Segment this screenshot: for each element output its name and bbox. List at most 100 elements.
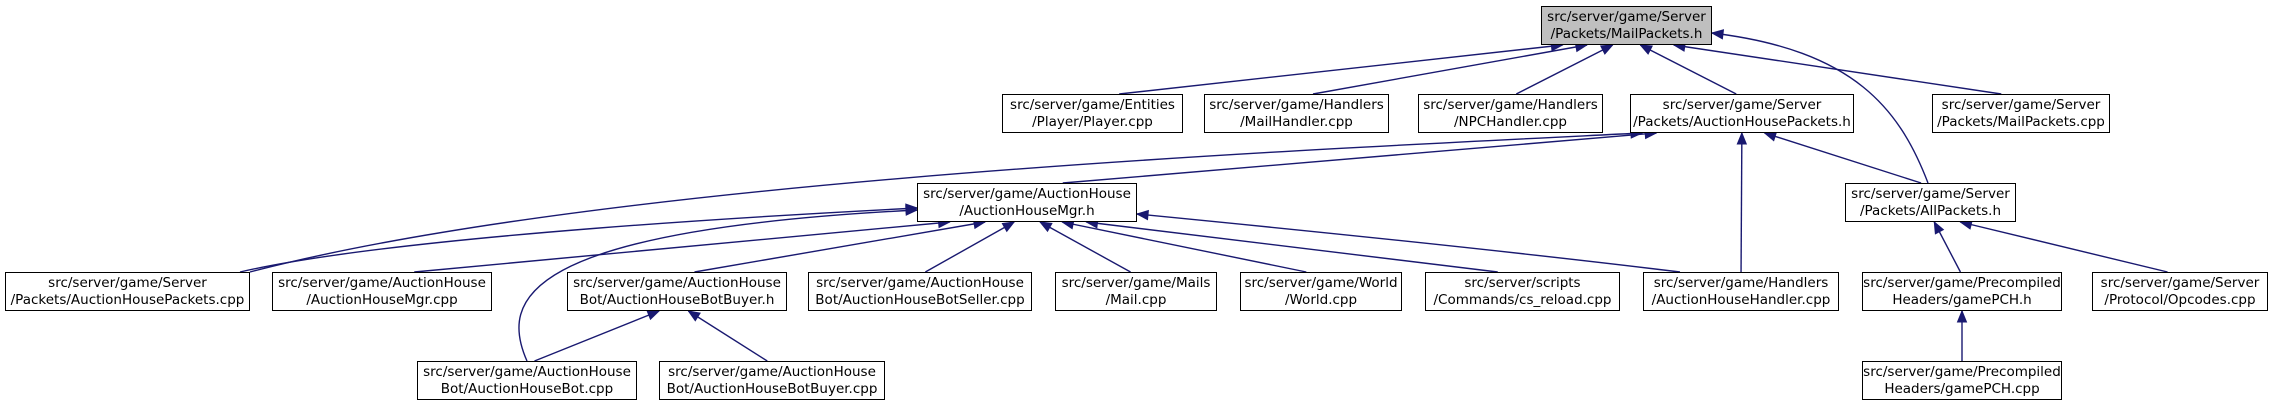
node-label-line1: src/server/game/Handlers [1653, 274, 1829, 291]
arrowhead-ahbot_cpp-to-botbuyer_h [646, 310, 661, 321]
edge-ahmgr_h-to-ahpackets_h [1062, 132, 1657, 184]
node-gamepch-cpp[interactable]: src/server/game/Precompiled Headers/game… [1862, 361, 2062, 400]
node-label-line2: Bot/AuctionHouseBotBuyer.cpp [666, 380, 878, 397]
node-label-line1: src/server/game/Server [48, 274, 207, 291]
node-npchandler-cpp[interactable]: src/server/game/Handlers /NPCHandler.cpp [1418, 94, 1603, 133]
node-label-line1: src/server/game/Handlers [1423, 96, 1598, 113]
node-label-line1: src/server/game/AuctionHouse [923, 185, 1131, 202]
node-mailpackets-h[interactable]: src/server/game/Server /Packets/MailPack… [1541, 6, 1712, 45]
node-label-line1: src/server/game/Handlers [1209, 96, 1384, 113]
node-label-line2: Headers/gamePCH.cpp [1884, 380, 2040, 397]
edge-ahpackets_cpp-to-ahmgr_h [239, 207, 918, 273]
arrowhead-botseller_cpp-to-ahmgr_h [1001, 221, 1016, 233]
node-label-line1: src/server/game/Entities [1010, 96, 1175, 113]
node-cs-reload-cpp[interactable]: src/server/scripts /Commands/cs_reload.c… [1425, 272, 1620, 311]
node-mailhandler-cpp[interactable]: src/server/game/Handlers /MailHandler.cp… [1204, 94, 1389, 133]
node-auctionhousebotbuyer-h[interactable]: src/server/game/AuctionHouse Bot/Auction… [567, 272, 787, 311]
node-label-line1: src/server/game/Server [1941, 96, 2101, 113]
node-label-line2: /Packets/AuctionHousePackets.cpp [10, 291, 245, 308]
edge-ahmgr_cpp-to-ahmgr_h [414, 221, 950, 273]
node-auctionhousepackets-cpp[interactable]: src/server/game/Server /Packets/AuctionH… [5, 272, 250, 311]
node-label-line1: src/server/game/Mails [1061, 274, 1211, 291]
node-label-line2: Headers/gamePCH.h [1892, 291, 2032, 308]
node-auctionhousehandler-cpp[interactable]: src/server/game/Handlers /AuctionHouseHa… [1643, 272, 1839, 311]
edge-botseller_cpp-to-ahmgr_h [925, 221, 1015, 273]
node-label-line2: Bot/AuctionHouseBotBuyer.h [579, 291, 775, 308]
node-auctionhousepackets-h[interactable]: src/server/game/Server /Packets/AuctionH… [1630, 94, 1854, 133]
arrowhead-ahhandler-to-ahmgr_h [1135, 209, 1149, 221]
arrowhead-botbuyer_cpp-to-botbuyer_h [687, 310, 701, 322]
node-label-line1: src/server/game/AuctionHouse [278, 274, 486, 291]
arrowhead-gamepch_cpp-to-gamepch_h [1956, 309, 1968, 323]
node-label-line1: src/server/game/Server [1547, 8, 1706, 25]
node-label-line2: /Player/Player.cpp [1032, 113, 1153, 130]
arrowhead-npchandler-to-root [1599, 44, 1614, 55]
node-label-line1: src/server/game/Precompiled [1863, 274, 2061, 291]
node-label-line2: /AuctionHouseMgr.h [959, 202, 1095, 219]
node-auctionhousebot-cpp[interactable]: src/server/game/AuctionHouse Bot/Auction… [417, 361, 637, 400]
arrowhead-ahbot_cpp-to-ahmgr_h [905, 205, 919, 216]
node-label-line2: /Packets/MailPackets.cpp [1937, 113, 2105, 130]
edge-cs_reload-to-ahmgr_h [1086, 221, 1498, 273]
arrowhead-allpackets_h-to-root [1710, 29, 1725, 40]
node-auctionhousebotseller-cpp[interactable]: src/server/game/AuctionHouse Bot/Auction… [808, 272, 1032, 311]
node-label-line1: src/server/scripts [1464, 274, 1581, 291]
node-auctionhousemgr-cpp[interactable]: src/server/game/AuctionHouse /AuctionHou… [272, 272, 492, 311]
node-label-line1: src/server/game/AuctionHouse [668, 363, 876, 380]
node-label-line1: src/server/game/Precompiled [1863, 363, 2061, 380]
edge-mail_cpp-to-ahmgr_h [1039, 221, 1131, 273]
edge-allpackets_h-to-root [1711, 32, 1929, 184]
node-label-line2: Bot/AuctionHouseBotSeller.cpp [815, 291, 1025, 308]
edge-player_cpp-to-root [1119, 44, 1563, 95]
node-mailpackets-cpp[interactable]: src/server/game/Server /Packets/MailPack… [1932, 94, 2110, 133]
node-label-line2: /MailHandler.cpp [1240, 113, 1353, 130]
node-label-line2: /Protocol/Opcodes.cpp [2104, 291, 2256, 308]
node-auctionhousebotbuyer-cpp[interactable]: src/server/game/AuctionHouse Bot/Auction… [659, 361, 885, 400]
arrowhead-mail_cpp-to-ahmgr_h [1038, 221, 1053, 233]
edge-botbuyer_cpp-to-botbuyer_h [688, 310, 768, 362]
arrowhead-gamepch_h-to-allpackets_h [1933, 220, 1945, 235]
edge-ahbot_cpp-to-ahmgr_h [518, 209, 918, 362]
edge-world_cpp-to-ahmgr_h [1062, 221, 1307, 273]
node-label-line1: src/server/game/Server [2100, 274, 2260, 291]
node-auctionhousemgr-h[interactable]: src/server/game/AuctionHouse /AuctionHou… [917, 183, 1137, 222]
edge-mailpackets_cpp-to-root [1673, 44, 2002, 95]
edge-npchandler-to-root [1515, 44, 1613, 95]
edge-botbuyer_h-to-ahmgr_h [694, 221, 986, 273]
node-label-line2: /Packets/AllPackets.h [1859, 202, 2002, 219]
node-label-line2: /Mail.cpp [1105, 291, 1167, 308]
edge-allpackets_h-to-ahpackets_h [1764, 132, 1922, 184]
node-label-line2: Bot/AuctionHouseBot.cpp [440, 380, 614, 397]
node-opcodes-cpp[interactable]: src/server/game/Server /Protocol/Opcodes… [2092, 272, 2268, 311]
node-world-cpp[interactable]: src/server/game/World /World.cpp [1240, 272, 1402, 311]
edge-ahpackets_cpp-to-ahpackets_h [249, 132, 1643, 273]
node-player-cpp[interactable]: src/server/game/Entities /Player/Player.… [1002, 94, 1183, 133]
node-label-line2: /AuctionHouseHandler.cpp [1651, 291, 1831, 308]
arrowhead-ahhandler-to-ahpackets_h [1736, 131, 1748, 145]
edge-ahhandler-to-ahmgr_h [1136, 213, 1681, 273]
node-label-line2: /NPCHandler.cpp [1454, 113, 1567, 130]
node-label-line2: /Packets/AuctionHousePackets.h [1633, 113, 1851, 130]
arrowhead-ahpackets_h-to-root [1639, 44, 1653, 55]
node-label-line2: /Commands/cs_reload.cpp [1433, 291, 1612, 308]
node-label-line1: src/server/game/Server [1662, 96, 1822, 113]
node-allpackets-h[interactable]: src/server/game/Server /Packets/AllPacke… [1845, 183, 2016, 222]
edge-mailhandler-to-root [1312, 44, 1588, 95]
node-mail-cpp[interactable]: src/server/game/Mails /Mail.cpp [1055, 272, 1217, 311]
node-label-line1: src/server/game/Server [1851, 185, 2010, 202]
node-label-line2: /World.cpp [1284, 291, 1358, 308]
node-label-line1: src/server/game/AuctionHouse [423, 363, 631, 380]
node-label-line1: src/server/game/World [1244, 274, 1398, 291]
node-gamepch-h[interactable]: src/server/game/Precompiled Headers/game… [1862, 272, 2062, 311]
edge-ahbot_cpp-to-botbuyer_h [534, 310, 660, 362]
edge-opcodes-to-allpackets_h [1960, 221, 2168, 273]
arrowhead-allpackets_h-to-ahpackets_h [1763, 131, 1778, 142]
edge-ahhandler-to-ahpackets_h [1740, 132, 1743, 273]
node-label-line1: src/server/game/AuctionHouse [816, 274, 1024, 291]
edge-ahpackets_h-to-root [1640, 44, 1737, 95]
node-label-line1: src/server/game/AuctionHouse [573, 274, 781, 291]
node-label-line2: /Packets/MailPackets.h [1550, 25, 1703, 42]
node-label-line2: /AuctionHouseMgr.cpp [306, 291, 458, 308]
